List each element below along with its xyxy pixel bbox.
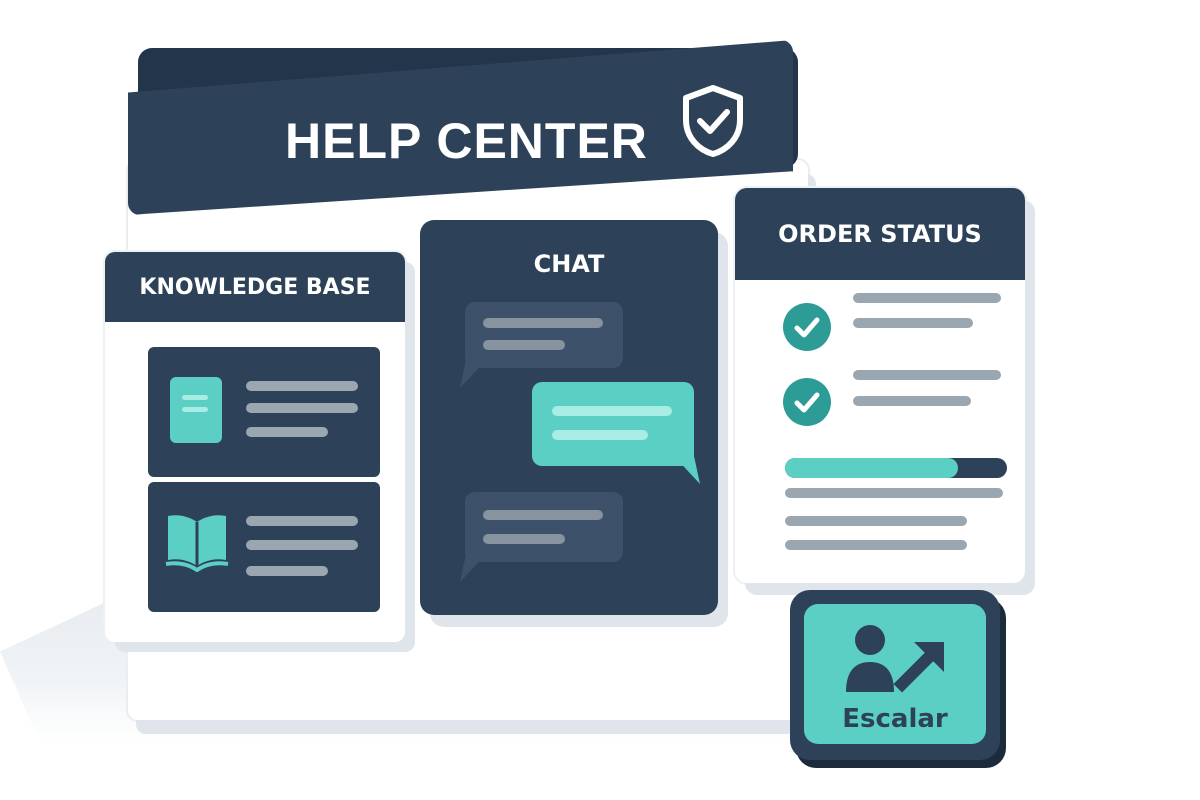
message-line <box>483 340 565 350</box>
chat-message-outgoing <box>532 382 694 466</box>
escalate-button-face[interactable]: Escalar <box>804 604 986 744</box>
status-line <box>853 396 971 406</box>
bubble-tail <box>674 456 700 484</box>
status-line <box>853 293 1001 303</box>
status-line <box>853 370 1001 380</box>
status-line <box>853 318 973 328</box>
shield-check-icon <box>683 85 743 157</box>
chat-message-incoming <box>465 492 623 562</box>
kb-item-line <box>246 403 358 413</box>
open-book-icon <box>165 515 229 572</box>
knowledge-base-panel[interactable]: KNOWLEDGE BASE <box>105 252 405 642</box>
kb-item-line <box>246 566 328 576</box>
document-icon <box>170 377 222 443</box>
status-line <box>785 488 1003 498</box>
status-line <box>785 516 967 526</box>
message-line <box>483 534 565 544</box>
order-status-title: ORDER STATUS <box>735 188 1025 280</box>
order-status-panel[interactable]: ORDER STATUS <box>735 188 1025 583</box>
chat-title: CHAT <box>533 250 605 278</box>
kb-item-line <box>246 540 358 550</box>
message-line <box>483 510 603 520</box>
bubble-tail <box>460 554 486 582</box>
page-title: HELP CENTER <box>285 113 648 169</box>
kb-item-line <box>246 381 358 391</box>
message-line <box>552 406 672 416</box>
knowledge-base-title: KNOWLEDGE BASE <box>105 252 405 322</box>
check-icon <box>783 303 831 351</box>
escalate-label: Escalar <box>842 704 948 734</box>
status-line <box>785 540 967 550</box>
bubble-tail <box>460 360 486 388</box>
message-line <box>483 318 603 328</box>
chat-panel[interactable]: CHAT <box>420 220 718 615</box>
kb-guide-item[interactable] <box>148 482 380 612</box>
user-escalate-icon <box>846 625 944 693</box>
kb-item-line <box>246 427 328 437</box>
chat-message-incoming <box>465 302 623 368</box>
message-line <box>552 430 648 440</box>
order-progress-fill <box>785 458 959 478</box>
check-icon <box>783 378 831 426</box>
kb-article-item[interactable] <box>148 347 380 477</box>
order-progress-bar <box>785 458 1007 478</box>
escalate-button[interactable]: Escalar <box>790 590 1000 760</box>
kb-item-line <box>246 516 358 526</box>
